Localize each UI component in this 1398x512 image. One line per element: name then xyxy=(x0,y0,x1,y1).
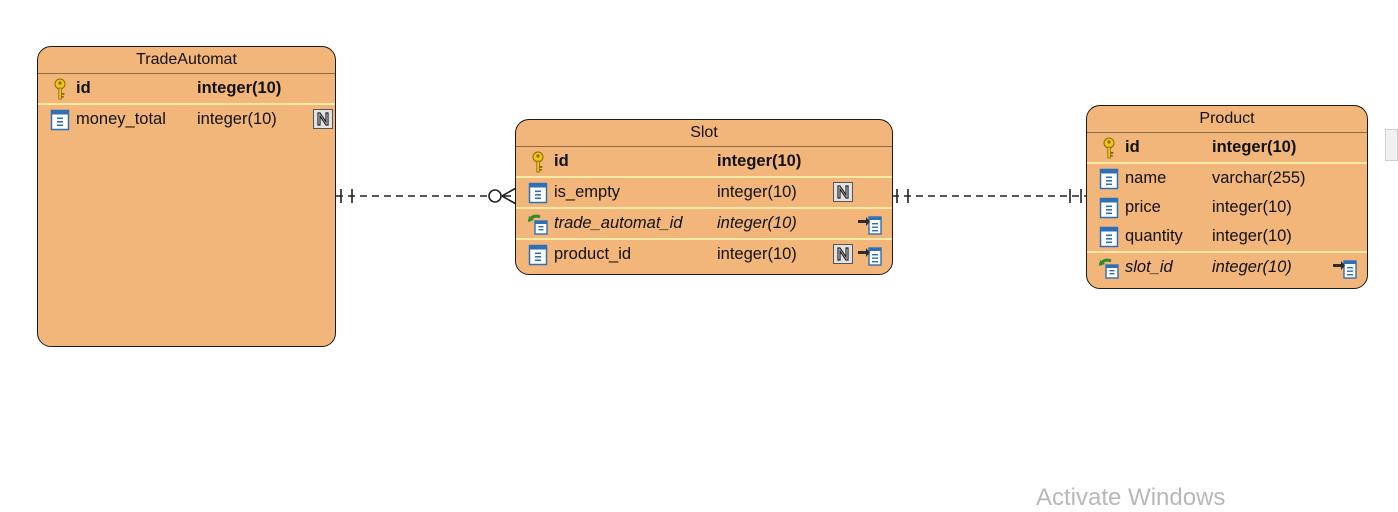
entity-title: Slot xyxy=(516,120,892,147)
entity-slot[interactable]: Slot id integer(10) is_empty integer(10)… xyxy=(515,119,893,275)
fk-reference-icon xyxy=(857,212,883,236)
fk-reference-icon xyxy=(1332,256,1358,280)
column-type: varchar(255) xyxy=(1212,169,1306,187)
column-row-money-total[interactable]: money_total integer(10) xyxy=(38,105,335,134)
entity-tradeautomat[interactable]: TradeAutomat id integer(10) money_total … xyxy=(37,46,336,347)
column-row-trade-automat-id[interactable]: trade_automat_id integer(10) xyxy=(516,209,892,240)
fk-reference-icon xyxy=(857,243,883,267)
foreign-key-icon xyxy=(1098,257,1120,279)
scrollbar-handle[interactable] xyxy=(1385,129,1398,161)
column-type: integer(10) xyxy=(717,152,802,170)
column-type: integer(10) xyxy=(1212,258,1292,276)
column-icon xyxy=(1098,226,1120,248)
column-row-is-empty[interactable]: is_empty integer(10) xyxy=(516,178,892,209)
relationship-tradeautomat-slot xyxy=(336,187,517,205)
column-row-product-id[interactable]: product_id integer(10) xyxy=(516,240,892,269)
column-type: integer(10) xyxy=(197,110,277,128)
key-icon xyxy=(1098,137,1120,159)
column-name: slot_id xyxy=(1125,258,1173,276)
relationship-lines xyxy=(336,187,1087,205)
key-icon xyxy=(49,78,71,100)
column-name: price xyxy=(1125,198,1161,216)
key-icon xyxy=(527,151,549,173)
relationship-slot-product xyxy=(892,189,1087,203)
foreign-key-icon xyxy=(527,213,549,235)
column-row-slot-id[interactable]: slot_id integer(10) xyxy=(1087,253,1367,282)
column-icon xyxy=(49,109,71,131)
column-row-quantity[interactable]: quantity integer(10) xyxy=(1087,222,1367,253)
column-icon xyxy=(1098,197,1120,219)
column-row-id[interactable]: id integer(10) xyxy=(516,147,892,178)
column-name: trade_automat_id xyxy=(554,214,683,232)
entity-title: TradeAutomat xyxy=(38,47,335,74)
column-row-name[interactable]: name varchar(255) xyxy=(1087,164,1367,193)
column-name: id xyxy=(554,152,569,170)
column-type: integer(10) xyxy=(717,214,797,232)
entity-title: Product xyxy=(1087,106,1367,133)
column-icon xyxy=(527,244,549,266)
column-name: money_total xyxy=(76,110,166,128)
column-name: id xyxy=(1125,138,1140,156)
column-row-price[interactable]: price integer(10) xyxy=(1087,193,1367,222)
entity-product[interactable]: Product id integer(10) name varchar(255)… xyxy=(1086,105,1368,289)
column-name: product_id xyxy=(554,245,632,263)
column-type: integer(10) xyxy=(1212,138,1297,156)
column-row-id[interactable]: id integer(10) xyxy=(1087,133,1367,164)
column-name: name xyxy=(1125,169,1167,187)
column-type: integer(10) xyxy=(1212,227,1292,245)
column-name: quantity xyxy=(1125,227,1183,245)
column-type: integer(10) xyxy=(717,245,797,263)
windows-activation-watermark: Activate Windows xyxy=(1036,484,1226,511)
column-icon xyxy=(1098,168,1120,190)
nullable-n-icon xyxy=(832,181,854,203)
nullable-n-icon xyxy=(312,108,334,130)
column-row-id[interactable]: id integer(10) xyxy=(38,74,335,105)
nullable-n-icon xyxy=(832,243,854,265)
column-name: is_empty xyxy=(554,183,621,201)
column-type: integer(10) xyxy=(1212,198,1292,216)
column-type: integer(10) xyxy=(717,183,797,201)
column-icon xyxy=(527,182,549,204)
column-type: integer(10) xyxy=(197,79,282,97)
column-name: id xyxy=(76,79,91,97)
